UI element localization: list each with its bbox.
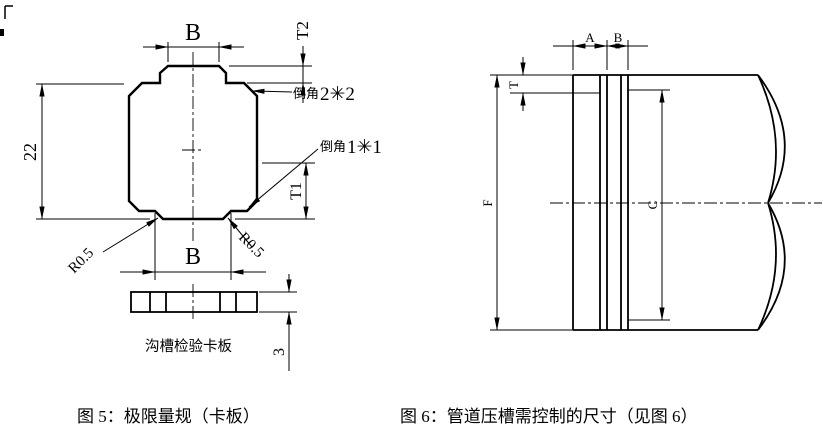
dim-t2-label: T2 <box>293 21 312 40</box>
pipe-outline <box>572 74 758 331</box>
chamfer2-callout: 倒角 2✳2 <box>251 84 355 105</box>
figure5-drawing: B T2 22 倒角 2✳2 倒角 1✳1 <box>20 20 382 371</box>
gauge-centerline <box>182 52 204 322</box>
figure6-caption: 图 6：管道压槽需控制的尺寸（见图 6） <box>400 407 698 426</box>
dim-c-label: C <box>645 201 660 210</box>
dim-a-label: A <box>585 30 595 45</box>
chamfer2-prefix-label: 倒角 <box>293 86 319 101</box>
dim-b-top-label: B <box>185 20 201 46</box>
chamfer2-value-label: 2✳2 <box>320 84 355 105</box>
dim-b-bottom: B <box>120 213 266 280</box>
dim-b-top: B <box>143 20 244 62</box>
groove-lines <box>599 75 629 330</box>
dim-22-label: 22 <box>20 143 40 161</box>
dim-3: 3 <box>259 274 297 371</box>
r05-left-label: R0.5 <box>66 245 98 277</box>
dim-22: 22 <box>20 83 150 220</box>
dim-a: A <box>553 30 608 70</box>
red-note-label: 沟槽检验卡板 <box>145 337 232 355</box>
figure5-caption: 图 5：极限量规（卡板） <box>77 407 260 426</box>
chamfer1-value-label: 1✳1 <box>347 137 382 158</box>
dim-t1: T1 <box>235 162 315 220</box>
dim-f: F <box>480 74 573 331</box>
dim-3-label: 3 <box>271 348 288 356</box>
chamfer1-prefix-label: 倒角 <box>320 139 346 154</box>
dim-t2: T2 <box>229 21 312 103</box>
dim-b-bottom-label: B <box>185 244 201 270</box>
r05-left-callout: R0.5 <box>66 217 159 277</box>
dim-b: B <box>606 30 648 70</box>
dim-b-label: B <box>614 30 623 45</box>
dim-t1-label: T1 <box>288 182 305 200</box>
gauge-strip <box>130 291 258 313</box>
r05-right-label: R0.5 <box>235 230 267 262</box>
pipe-break-lines <box>757 74 786 331</box>
gauge-profile <box>127 64 259 221</box>
margin-mark <box>0 29 4 36</box>
r05-right-callout: R0.5 <box>227 217 267 262</box>
page-artifact <box>0 5 13 36</box>
cursor-artifact-icon <box>4 5 13 19</box>
dim-t-label: T <box>506 81 521 89</box>
strip-outline <box>130 291 258 313</box>
chamfer1-callout: 倒角 1✳1 <box>248 137 382 208</box>
figure6-drawing: A B T F C <box>480 30 822 331</box>
dim-t: T <box>490 57 573 111</box>
dim-f-label: F <box>480 199 495 206</box>
dim-c: C <box>628 89 670 321</box>
